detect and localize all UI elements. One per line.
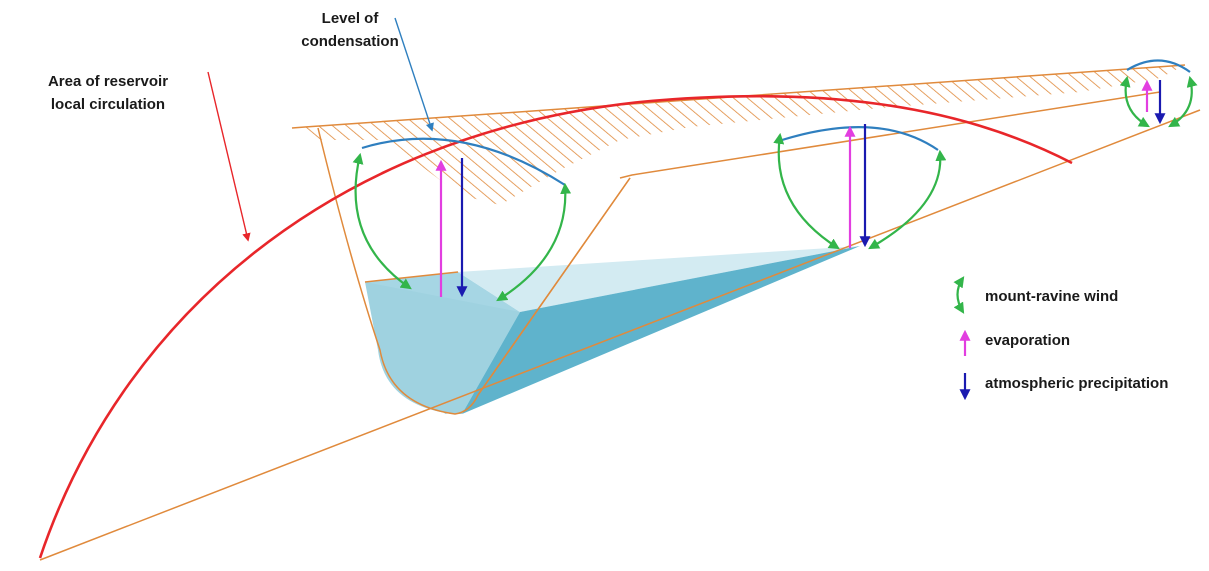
condensation-pointer bbox=[394, 17, 434, 132]
legend-wind-icon bbox=[953, 276, 965, 314]
precipitation-arrows bbox=[456, 80, 1166, 298]
legend: mount-ravine wind evaporation atmospheri… bbox=[953, 276, 1168, 401]
circulation-boundary bbox=[38, 94, 1073, 559]
mount-ravine-wind-arrows bbox=[352, 75, 1198, 302]
legend-precipitation-label: atmospheric precipitation bbox=[985, 375, 1168, 392]
legend-wind-label: mount-ravine wind bbox=[985, 288, 1118, 305]
hatched-surface bbox=[305, 65, 1185, 205]
condensation-label-line1: Level of bbox=[322, 10, 380, 27]
legend-evaporation-label: evaporation bbox=[985, 332, 1070, 349]
area-label-line1: Area of reservoir bbox=[48, 73, 168, 90]
evaporation-arrows bbox=[435, 79, 1153, 297]
condensation-label-line2: condensation bbox=[301, 33, 399, 50]
area-pointer bbox=[207, 71, 251, 242]
area-label-line2: local circulation bbox=[51, 96, 165, 113]
